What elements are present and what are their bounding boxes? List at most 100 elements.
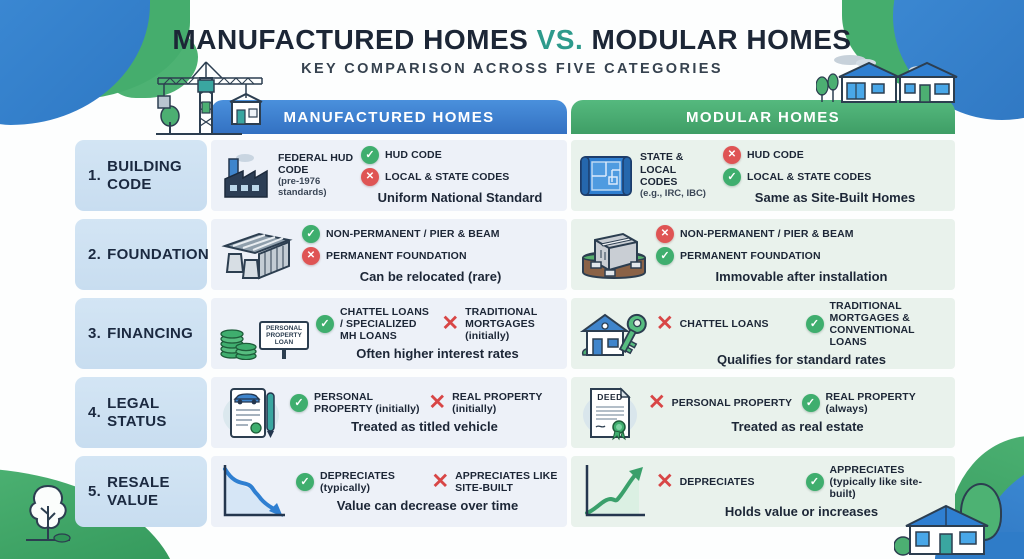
comparison-item: ✕ PERSONAL PROPERTY [648, 391, 793, 414]
modular-cell: ✕ DEPRECIATES ✓ APPRECIATES (typically l… [571, 456, 955, 527]
manufactured-column-header: MANUFACTURED HOMES [211, 100, 567, 134]
category-cell: 3. FINANCING [75, 298, 207, 369]
manufactured-cell: ✓ PERSONAL PROPERTY (initially) ✕ REAL P… [211, 377, 567, 448]
category-label: LEGAL STATUS [107, 395, 167, 430]
category-label: BUILDING CODE [107, 158, 183, 193]
category-number: 3. [88, 325, 102, 342]
vehicle-title-icon [219, 385, 283, 441]
coins-loan-sign-icon: PERSONAL PROPERTY LOAN [219, 308, 309, 360]
comparison-item: ✕ REAL PROPERTY (initially) [428, 390, 543, 415]
cell-summary: Value can decrease over time [336, 498, 519, 514]
cross-icon: ✕ [431, 470, 450, 493]
comparison-item: ✓ LOCAL & STATE CODES [723, 168, 947, 186]
comparison-item: ✕ DEPRECIATES [656, 470, 755, 493]
cell-summary: Holds value or increases [724, 504, 879, 520]
category-cell: 1. BUILDING CODE [75, 140, 207, 211]
loan-sign-label: PERSONAL PROPERTY LOAN [259, 320, 309, 350]
category-label: FINANCING [107, 324, 194, 342]
cross-icon: ✕ [648, 391, 666, 414]
check-icon: ✓ [316, 315, 334, 333]
check-icon: ✓ [723, 168, 741, 186]
factory-icon [219, 152, 271, 200]
icon-caption: FEDERAL HUD CODE (pre-1976 standards) [278, 152, 354, 199]
cell-summary: Treated as titled vehicle [351, 419, 498, 435]
check-icon: ✓ [801, 394, 820, 412]
house-key-icon [579, 307, 649, 361]
category-number: 2. [88, 246, 102, 263]
comparison-table: MANUFACTURED HOMES MODULAR HOMES 1. BUIL… [75, 100, 955, 535]
comparison-item: ✕ TRADITIONAL MORTGAGES (initially) [441, 305, 538, 343]
check-icon: ✓ [361, 146, 379, 164]
check-icon: ✓ [805, 315, 824, 333]
comparison-item: ✓ TRADITIONAL MORTGAGES & CONVENTIONAL L… [805, 300, 948, 348]
cell-summary: Qualifies for standard rates [716, 352, 887, 368]
modular-cell: STATE & LOCAL CODES (e.g., IRC, IBC) ✕ H… [571, 140, 955, 211]
category-cell: 4. LEGAL STATUS [75, 377, 207, 448]
comparison-item: ✓ DEPRECIATES (typically) [296, 470, 424, 494]
table-row: 3. FINANCING [75, 298, 955, 369]
comparison-item: ✓ APPRECIATES (typically like site-built… [805, 464, 948, 500]
comparison-item: ✓ NON-PERMANENT / PIER & BEAM [302, 225, 559, 243]
cross-icon: ✕ [361, 168, 379, 186]
comparison-item: ✕ PERMANENT FOUNDATION [302, 247, 559, 265]
page-subtitle: KEY COMPARISON ACROSS FIVE CATEGORIES [301, 61, 723, 77]
comparison-item: ✓ CHATTEL LOANS / SPECIALIZED MH LOANS [316, 306, 434, 342]
page-title: MANUFACTURED HOMES VS. MODULAR HOMES [0, 24, 1024, 56]
title-vs: VS. [536, 24, 584, 55]
manufactured-cell: PERSONAL PROPERTY LOAN ✓ CHATTEL LOANS /… [211, 298, 567, 369]
house-illustration [893, 498, 998, 556]
cross-icon: ✕ [656, 312, 674, 335]
chart-up-icon [579, 463, 649, 521]
category-cell: 5. RESALE VALUE [75, 456, 207, 527]
deed-icon: DEED [579, 385, 641, 441]
houses-illustration [815, 50, 970, 103]
category-number: 1. [88, 167, 102, 184]
comparison-item: ✕ APPRECIATES LIKE SITE-BUILT [431, 469, 558, 494]
cross-icon: ✕ [656, 225, 674, 243]
table-row: 4. LEGAL STATUS [75, 377, 955, 448]
deed-label: DEED [597, 391, 623, 402]
modular-cell: DEED ✕ PERSONAL PROPERTY ✓ REAL PROPERTY… [571, 377, 955, 448]
modular-cell: ✕ NON-PERMANENT / PIER & BEAM ✓ PERMANEN… [571, 219, 955, 290]
category-label: RESALE VALUE [107, 474, 170, 509]
manufactured-cell: FEDERAL HUD CODE (pre-1976 standards) ✓ … [211, 140, 567, 211]
check-icon: ✓ [656, 247, 674, 265]
category-label: FOUNDATION [107, 245, 210, 263]
table-header-row: MANUFACTURED HOMES MODULAR HOMES [75, 100, 955, 134]
chart-down-icon [219, 463, 289, 521]
check-icon: ✓ [296, 473, 314, 491]
manufactured-cell: ✓ DEPRECIATES (typically) ✕ APPRECIATES … [211, 456, 567, 527]
title-right: MODULAR HOMES [591, 24, 852, 55]
cell-summary: Can be relocated (rare) [359, 269, 502, 284]
crane-illustration [150, 56, 274, 142]
category-number: 4. [88, 404, 102, 421]
comparison-item: ✕ NON-PERMANENT / PIER & BEAM [656, 225, 947, 243]
check-icon: ✓ [302, 225, 320, 243]
table-row: 5. RESALE VALUE ✓ DEPRECI [75, 456, 955, 527]
title-block: MANUFACTURED HOMES VS. MODULAR HOMES KEY… [0, 24, 1024, 77]
title-left: MANUFACTURED HOMES [172, 24, 529, 55]
cell-summary: Treated as real estate [731, 419, 864, 435]
cell-summary: Immovable after installation [715, 269, 888, 284]
comparison-item: ✓ PERMANENT FOUNDATION [656, 247, 947, 265]
check-icon: ✓ [805, 473, 824, 491]
cross-icon: ✕ [723, 146, 741, 164]
table-row: 2. FOUNDATION [75, 219, 955, 290]
category-cell: 2. FOUNDATION [75, 219, 210, 290]
cell-summary: Same as Site-Built Homes [754, 190, 916, 205]
modular-cell: ✕ CHATTEL LOANS ✓ TRADITIONAL MORTGAGES … [571, 298, 955, 369]
blueprint-icon [579, 153, 633, 199]
comparison-item: ✓ HUD CODE [361, 146, 559, 164]
pier-beam-icon [219, 228, 295, 282]
category-number: 5. [88, 483, 102, 500]
manufactured-cell: ✓ NON-PERMANENT / PIER & BEAM ✕ PERMANEN… [211, 219, 567, 290]
modular-column-header: MODULAR HOMES [571, 100, 955, 134]
table-row: 1. BUILDING CODE FEDERAL HUD CODE [75, 140, 955, 211]
comparison-item: ✕ CHATTEL LOANS [656, 312, 769, 335]
cross-icon: ✕ [428, 391, 447, 414]
comparison-item: ✓ REAL PROPERTY (always) [801, 391, 948, 415]
comparison-item: ✕ LOCAL & STATE CODES [361, 168, 559, 186]
foundation-icon [579, 228, 649, 282]
tree-illustration [22, 482, 74, 546]
